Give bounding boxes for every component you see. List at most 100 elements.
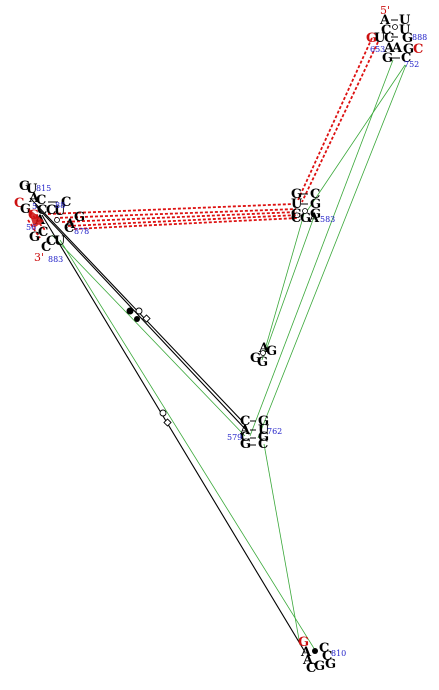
nucleotide-a: A bbox=[302, 653, 314, 668]
nucleotide-c: C bbox=[37, 203, 47, 218]
number-label: 883 bbox=[48, 255, 63, 264]
nucleotide-u: U bbox=[54, 204, 66, 219]
nucleotide-c: C bbox=[64, 221, 74, 236]
nucleotide-c: C bbox=[258, 437, 268, 452]
nucleotide-g: G bbox=[325, 657, 336, 672]
helix-583: G C U G C G C G A bbox=[291, 187, 321, 226]
nucleotide-g: G bbox=[314, 659, 325, 674]
nucleotide-c: C bbox=[291, 211, 301, 226]
nucleotide-c: C bbox=[384, 31, 394, 46]
pair-marker-open bbox=[260, 350, 266, 356]
pair-marker-filled bbox=[126, 307, 134, 315]
nucleotide-g: G bbox=[258, 414, 269, 429]
pair-marker-filled bbox=[312, 648, 318, 654]
tertiary-line bbox=[249, 59, 394, 437]
nucleotide-u: U bbox=[291, 197, 303, 212]
pair-marker-open bbox=[159, 409, 167, 417]
pseudoknot-line bbox=[297, 37, 373, 201]
nucleotide-g-highlight: G bbox=[298, 635, 309, 650]
number-label: 762 bbox=[267, 427, 282, 436]
nucleotide-g: G bbox=[402, 31, 413, 46]
nucleotide-g: G bbox=[19, 179, 30, 194]
nucleotide-u: U bbox=[399, 13, 411, 28]
nucleotide-c: C bbox=[319, 641, 329, 656]
pair-marker-square bbox=[163, 418, 172, 427]
tertiary-line bbox=[59, 239, 316, 651]
nucleotide-c: C bbox=[240, 430, 250, 445]
number-label: 579 bbox=[227, 433, 242, 442]
tertiary-interaction-lines bbox=[51, 59, 407, 651]
pseudoknot-lines bbox=[27, 37, 379, 239]
nucleotide-c: C bbox=[41, 240, 51, 255]
nucleotide-g: G bbox=[310, 207, 321, 222]
nucleotide-c: C bbox=[240, 414, 250, 429]
nucleotide-a: A bbox=[300, 645, 312, 660]
nucleotide-g: G bbox=[258, 430, 269, 445]
number-label: 88 bbox=[55, 201, 65, 210]
backbone-line bbox=[41, 214, 306, 653]
nucleotide-g: G bbox=[250, 351, 261, 366]
nucleotide-c: C bbox=[322, 649, 332, 664]
nucleotide-a: A bbox=[64, 217, 76, 232]
nucleotide-c-highlight: C bbox=[14, 196, 24, 211]
nucleotide-c: C bbox=[38, 225, 48, 240]
nucleotide-numbering: 888 653 752 815 88 5 56 583 878 883 579 … bbox=[26, 33, 427, 658]
nucleotide-c: C bbox=[291, 207, 301, 222]
tertiary-line bbox=[263, 213, 316, 357]
nucleotide-u: U bbox=[374, 31, 386, 46]
nucleotide-a: A bbox=[28, 191, 40, 206]
nucleotide-a: A bbox=[308, 211, 320, 226]
nucleotide-g: G bbox=[403, 42, 414, 57]
nucleotide-a: A bbox=[383, 41, 395, 56]
nucleotide-g: G bbox=[266, 344, 277, 359]
nucleotide-g: G bbox=[300, 211, 311, 226]
three-prime-label: 3' bbox=[34, 251, 44, 264]
helix-top-right: A U U C G U C G A A G C G C bbox=[366, 13, 423, 66]
number-label: 878 bbox=[74, 227, 89, 236]
nucleotide-a: A bbox=[391, 41, 403, 56]
nucleotide-u: U bbox=[258, 423, 270, 438]
helix-small-middle: A G G G bbox=[250, 341, 277, 370]
nucleotide-a: A bbox=[239, 423, 251, 438]
nucleotide-g: G bbox=[382, 51, 393, 66]
tertiary-line bbox=[257, 64, 407, 439]
number-label: 583 bbox=[320, 215, 335, 224]
nucleotide-c: C bbox=[401, 51, 411, 66]
nucleotide-c-highlight: C bbox=[413, 42, 423, 57]
nucleotide-g: G bbox=[310, 197, 321, 212]
nucleotide-g: G bbox=[257, 355, 268, 370]
pseudoknot-line bbox=[301, 41, 379, 203]
pair-marker-filled bbox=[134, 316, 140, 322]
number-label: 653 bbox=[370, 45, 385, 54]
nucleotide-c: C bbox=[381, 23, 391, 38]
nucleotide-c: C bbox=[306, 661, 316, 676]
pseudoknot-line bbox=[61, 211, 298, 223]
number-label: 888 bbox=[412, 33, 427, 42]
nucleotide-g: G bbox=[240, 437, 251, 452]
backbone-line bbox=[34, 204, 249, 433]
nucleotide-u: U bbox=[54, 234, 66, 249]
nucleotide-u: U bbox=[26, 182, 38, 197]
pair-marker-open bbox=[54, 217, 60, 223]
pair-marker-square bbox=[142, 314, 151, 323]
pseudoknot-line bbox=[73, 217, 299, 230]
tertiary-line bbox=[263, 443, 301, 646]
nucleotide-g-highlight: G bbox=[366, 31, 377, 46]
highlight-wedge bbox=[28, 208, 44, 228]
nucleotide-u: U bbox=[399, 23, 411, 38]
number-label: 752 bbox=[404, 60, 419, 69]
pair-marker-open bbox=[302, 208, 308, 214]
nucleotide-g: G bbox=[74, 210, 85, 225]
tertiary-line bbox=[51, 234, 246, 437]
number-label: 5 bbox=[32, 202, 37, 211]
pair-marker-open bbox=[135, 307, 143, 315]
nucleotide-c: C bbox=[46, 234, 56, 249]
tertiary-line bbox=[261, 213, 305, 361]
nucleotide-c: C bbox=[46, 203, 56, 218]
number-label: 56 bbox=[26, 223, 36, 232]
number-label: 810 bbox=[331, 649, 346, 658]
helix-bottom-810: G C A A C G C G bbox=[298, 635, 336, 676]
pseudoknot-line bbox=[67, 214, 299, 227]
nucleotide-c: C bbox=[36, 193, 46, 208]
